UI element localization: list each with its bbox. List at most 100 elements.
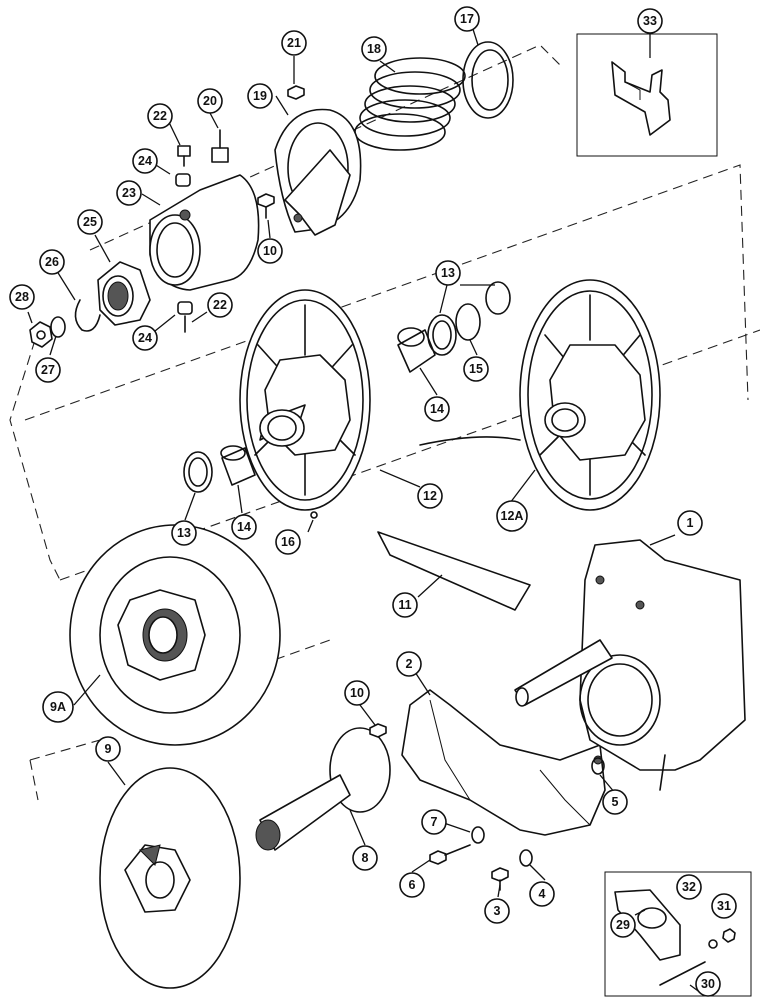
callout-10-top: 10 [257, 238, 283, 264]
key-16 [310, 511, 318, 519]
inset-box-33 [576, 33, 718, 157]
washer-5 [591, 757, 605, 775]
washer-7 [471, 826, 485, 844]
svg-text:30: 30 [701, 977, 715, 991]
svg-text:2: 2 [406, 657, 413, 671]
nut-21 [287, 85, 305, 100]
svg-text:14: 14 [430, 402, 444, 416]
callout-14-upper: 14 [424, 396, 450, 422]
svg-text:1: 1 [687, 516, 694, 530]
svg-text:20: 20 [203, 94, 217, 108]
callout-21: 21 [281, 30, 307, 56]
inset-box-29-32 [604, 871, 752, 997]
gearbox-1 [514, 539, 746, 791]
spring-18 [354, 57, 466, 151]
disc-9 [99, 767, 241, 989]
svg-text:7: 7 [431, 815, 438, 829]
nut-28 [29, 321, 53, 348]
callout-28: 28 [9, 284, 35, 310]
svg-text:14: 14 [237, 520, 251, 534]
callout-11: 11 [392, 592, 418, 618]
callout-19: 19 [247, 83, 273, 109]
ring-17 [462, 41, 514, 119]
callout-31: 31 [711, 893, 737, 919]
callout-4: 4 [529, 881, 555, 907]
callout-24-top: 24 [132, 148, 158, 174]
svg-text:17: 17 [460, 12, 474, 26]
bushing-14-lower [220, 445, 256, 486]
svg-text:33: 33 [643, 14, 657, 28]
callout-26: 26 [39, 249, 65, 275]
washer-27 [50, 316, 66, 338]
sheave-12 [239, 289, 371, 511]
callout-6: 6 [399, 872, 425, 898]
svg-text:4: 4 [539, 887, 546, 901]
callout-5: 5 [602, 789, 628, 815]
svg-text:23: 23 [122, 186, 136, 200]
svg-text:21: 21 [287, 36, 301, 50]
callout-12: 12 [417, 483, 443, 509]
svg-text:24: 24 [138, 154, 152, 168]
svg-text:13: 13 [177, 526, 191, 540]
svg-text:10: 10 [263, 244, 277, 258]
callout-33: 33 [637, 8, 663, 34]
screw-20 [211, 129, 229, 163]
callout-9: 9 [95, 736, 121, 762]
callout-18: 18 [361, 36, 387, 62]
bearing-13-lower [183, 451, 213, 493]
callout-20: 20 [197, 88, 223, 114]
svg-text:12: 12 [423, 489, 437, 503]
svg-text:31: 31 [717, 899, 731, 913]
callout-22-lower: 22 [207, 292, 233, 318]
snap-ring-26 [74, 299, 101, 332]
belt-11 [377, 531, 531, 611]
svg-text:25: 25 [83, 215, 97, 229]
bracket-2 [401, 689, 606, 836]
svg-text:28: 28 [15, 290, 29, 304]
svg-text:22: 22 [213, 298, 227, 312]
callout-13-upper: 13 [435, 260, 461, 286]
callout-29: 29 [610, 912, 636, 938]
svg-text:5: 5 [612, 795, 619, 809]
svg-text:32: 32 [682, 880, 696, 894]
svg-text:19: 19 [253, 89, 267, 103]
callout-32: 32 [676, 874, 702, 900]
callout-14-lower: 14 [231, 514, 257, 540]
bearing-13-upper [427, 314, 457, 356]
svg-text:3: 3 [494, 904, 501, 918]
ring-13-second [485, 281, 511, 315]
svg-text:9A: 9A [50, 700, 66, 714]
callout-7: 7 [421, 809, 447, 835]
callout-24-lower: 24 [132, 325, 158, 351]
callout-8: 8 [352, 845, 378, 871]
bolt-10-top [257, 193, 275, 219]
sheave-12a [519, 279, 661, 511]
housing-23 [149, 174, 260, 291]
bolt-6 [429, 844, 471, 865]
callout-1: 1 [677, 510, 703, 536]
svg-text:27: 27 [41, 363, 55, 377]
callout-30: 30 [695, 971, 721, 997]
callout-22-top: 22 [147, 103, 173, 129]
callout-12a: 12A [496, 500, 528, 532]
callout-3: 3 [484, 898, 510, 924]
svg-text:26: 26 [45, 255, 59, 269]
callout-17: 17 [454, 6, 480, 32]
callout-25: 25 [77, 209, 103, 235]
callout-23: 23 [116, 180, 142, 206]
callout-16: 16 [275, 529, 301, 555]
svg-text:18: 18 [367, 42, 381, 56]
callout-13-lower: 13 [171, 520, 197, 546]
callout-9a: 9A [42, 691, 74, 723]
shaft-8 [255, 727, 391, 851]
bolt-10-lower [369, 723, 387, 738]
svg-text:10: 10 [350, 686, 364, 700]
svg-text:6: 6 [409, 878, 416, 892]
svg-text:24: 24 [138, 331, 152, 345]
nut-24-top [175, 173, 191, 187]
plate-19 [274, 108, 362, 236]
svg-text:12A: 12A [501, 509, 524, 523]
callout-27: 27 [35, 357, 61, 383]
